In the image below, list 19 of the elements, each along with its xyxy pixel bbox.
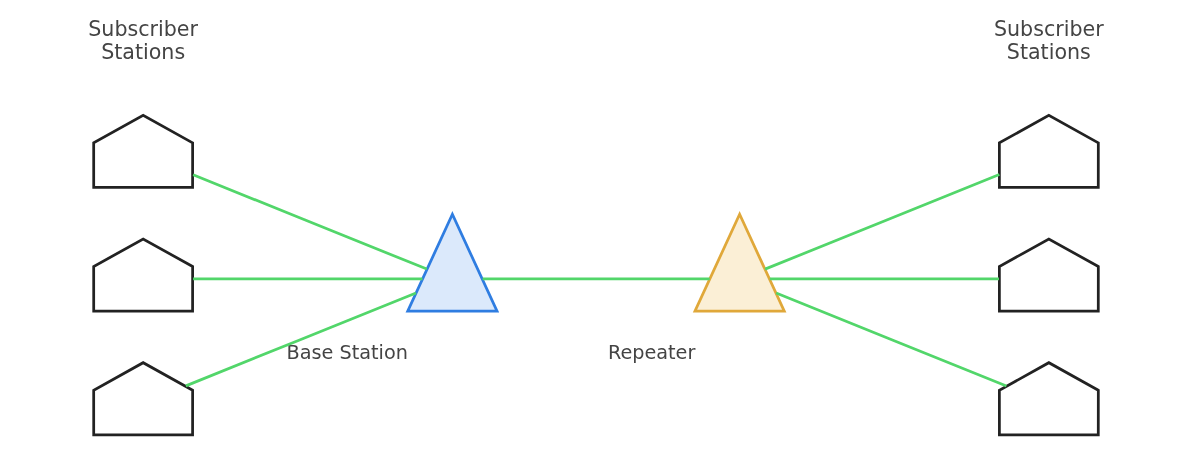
node-house xyxy=(997,113,1100,189)
connector xyxy=(184,291,416,388)
node-label: Base Station xyxy=(286,340,408,364)
node-house xyxy=(997,361,1100,437)
connector xyxy=(775,291,1007,388)
node-house xyxy=(91,237,194,313)
node-label: Repeater xyxy=(607,340,695,364)
label: Subscriber Stations xyxy=(87,16,198,64)
connector xyxy=(769,277,999,281)
connector xyxy=(764,173,1000,271)
node-house xyxy=(91,361,194,437)
connector xyxy=(192,173,427,271)
node-tower xyxy=(405,210,499,313)
node-tower xyxy=(692,210,786,313)
node-house xyxy=(91,113,194,189)
node-house xyxy=(997,237,1100,313)
connector xyxy=(482,277,710,281)
connector xyxy=(192,277,422,281)
label: Subscriber Stations xyxy=(993,16,1104,64)
